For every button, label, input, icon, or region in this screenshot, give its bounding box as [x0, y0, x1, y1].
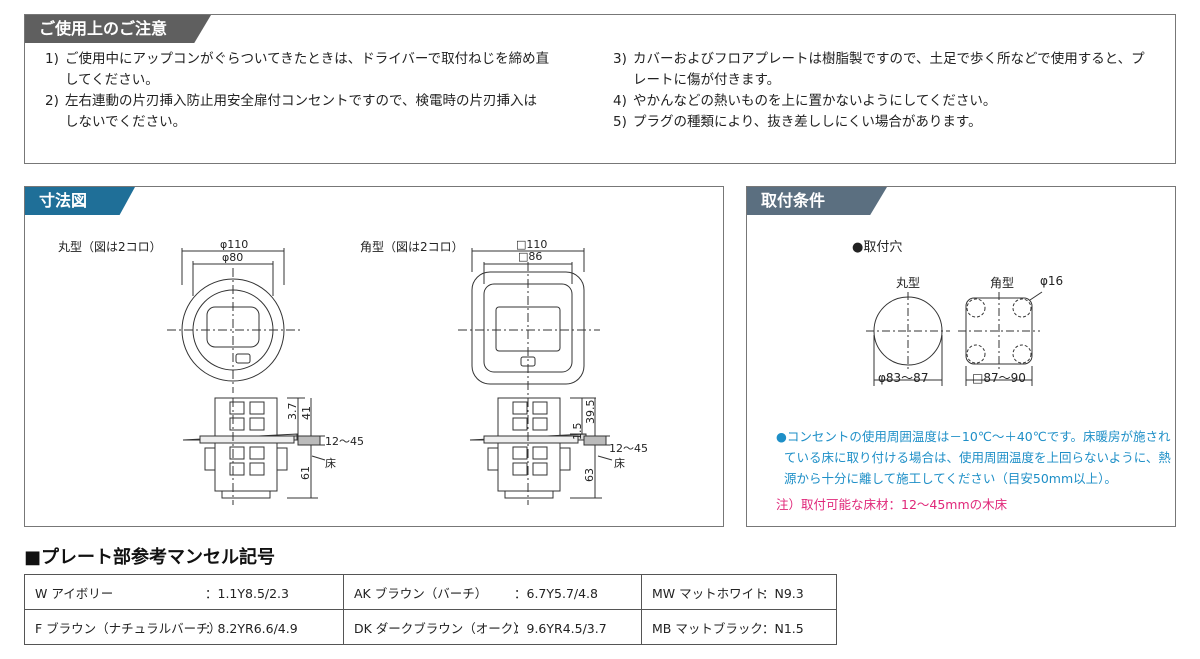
square-outer-dim: □110 [516, 238, 548, 251]
munsell-title: ■プレート部参考マンセル記号 [24, 547, 276, 568]
square-top-view [458, 248, 600, 395]
round-top-view [167, 248, 300, 393]
mounting-title: 取付条件 [747, 187, 887, 215]
caution-item: 4) やかんなどの熱いものを上に置かないようにしてください。 [613, 91, 1158, 112]
round-dim-lower: 61 [299, 466, 312, 480]
table-row: W アイボリー：1.1Y8.5/2.3 AK ブラウン（バーチ）：6.7Y5.7… [24, 574, 837, 610]
caution-item-line: してください。 [65, 72, 159, 88]
caution-item-number: 2) [45, 93, 59, 109]
caution-item: 2) 左右連動の片刃挿入防止用安全扉付コンセントですので、検電時の片刃挿入はしない… [45, 91, 590, 133]
square-dim-upper: 1.5 [571, 422, 584, 441]
square-floor-range: 12〜45 [609, 442, 648, 455]
floor-note: 注）取付可能な床材：12～45mmの木床 [776, 497, 1008, 512]
hole-round-dim: φ83〜87 [878, 371, 929, 385]
round-outer-dim: φ110 [220, 238, 249, 251]
dimension-panel: 寸法図 [24, 186, 724, 527]
hole-round-label: 丸型 [896, 276, 921, 290]
caution-item-line: レートに傷が付きます。 [633, 72, 781, 88]
munsell-cell: MW マットホワイト：N9.3 [641, 574, 837, 610]
hole-corner-dim: φ16 [1040, 274, 1064, 288]
round-dim-upper: 3.7 [286, 402, 299, 421]
dimension-title: 寸法図 [25, 187, 135, 215]
square-dim-total-upper: 39.5 [584, 399, 597, 425]
caution-item-line: 左右連動の片刃挿入防止用安全扉付コンセントですので、検電時の片刃挿入は [65, 93, 537, 109]
munsell-cell: W アイボリー：1.1Y8.5/2.3 [24, 574, 344, 610]
caution-item-number: 1) [45, 51, 59, 67]
caution-item-line: ご使用中にアップコンがぐらついてきたときは、ドライバーで取付ねじを締め直 [65, 51, 550, 67]
square-side-view [469, 397, 613, 505]
caution-item-line: プラグの種類により、抜き差ししにくい場合があります。 [633, 114, 982, 130]
table-row: F ブラウン（ナチュラルバーチ）：8.2YR6.6/4.9 DK ダークブラウン… [24, 609, 837, 645]
munsell-cell: F ブラウン（ナチュラルバーチ）：8.2YR6.6/4.9 [24, 609, 344, 645]
caution-item-number: 3) [613, 51, 627, 67]
caution-item-number: 5) [613, 114, 627, 130]
caution-item: 5) プラグの種類により、抜き差ししにくい場合があります。 [613, 112, 1158, 133]
munsell-cell: DK ダークブラウン（オーク）：9.6YR4.5/3.7 [343, 609, 642, 645]
square-floor-label: 床 [614, 457, 625, 470]
round-floor-label: 床 [325, 457, 336, 470]
hole-title: ●取付穴 [852, 240, 903, 255]
hole-square-label: 角型 [990, 276, 1015, 290]
caution-item-line: しないでください。 [65, 114, 187, 130]
round-inner-dim: φ80 [222, 251, 244, 264]
mounting-hole-diagram [866, 291, 1043, 386]
caution-title: ご使用上のご注意 [25, 15, 211, 43]
hole-square-dim: □87〜90 [972, 371, 1026, 385]
temperature-note: ●コンセントの使用周囲温度は－10℃～＋40℃です。床暖房が施され ている床に取… [776, 429, 1171, 486]
square-label: 角型（図は2コロ） [360, 240, 464, 254]
caution-item-number: 4) [613, 93, 627, 109]
square-inner-dim: □86 [518, 250, 543, 263]
munsell-table: W アイボリー：1.1Y8.5/2.3 AK ブラウン（バーチ）：6.7Y5.7… [24, 574, 837, 645]
round-floor-range: 12〜45 [325, 435, 364, 448]
caution-item: 1) ご使用中にアップコンがぐらついてきたときは、ドライバーで取付ねじを締め直して… [45, 49, 590, 91]
square-hole [958, 291, 1043, 386]
caution-item-line: カバーおよびフロアプレートは樹脂製ですので、土足で歩く所などで使用すると、プ [633, 51, 1145, 67]
caution-item-line: やかんなどの熱いものを上に置かないようにしてください。 [633, 93, 997, 109]
round-side-view [182, 397, 326, 505]
munsell-cell: AK ブラウン（バーチ）：6.7Y5.7/4.8 [343, 574, 642, 610]
caution-item: 3) カバーおよびフロアプレートは樹脂製ですので、土足で歩く所などで使用すると、プ… [613, 49, 1158, 91]
round-hole [866, 292, 950, 386]
round-label: 丸型（図は2コロ） [58, 240, 162, 254]
caution-panel: ご使用上のご注意 1) ご使用中にアップコンがぐらついてきたときは、ドライバーで取… [24, 14, 1176, 164]
mounting-panel: 取付条件 [746, 186, 1176, 527]
square-dim-lower: 63 [583, 468, 596, 482]
dimension-drawing [167, 248, 613, 505]
round-dim-total-upper: 41 [300, 406, 313, 420]
munsell-cell: MB マットブラック：N1.5 [641, 609, 837, 645]
